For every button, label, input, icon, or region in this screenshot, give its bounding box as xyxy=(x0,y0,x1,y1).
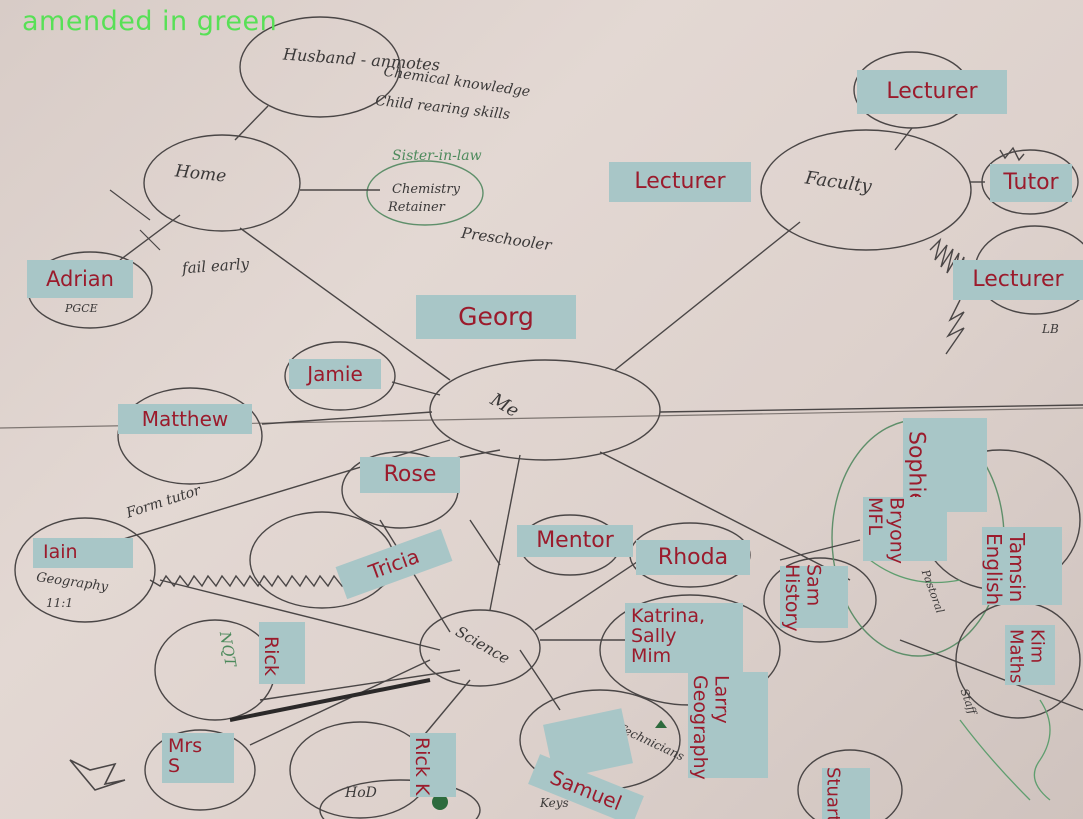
label-kim-maths: Kim Maths xyxy=(1005,625,1055,685)
label-tamsin-english-text: Tamsin English xyxy=(982,532,1029,606)
label-lecturer-left: Lecturer xyxy=(609,162,751,202)
label-rose: Rose xyxy=(360,457,460,493)
label-mentor: Mentor xyxy=(517,525,633,557)
label-rick-text: Rick xyxy=(259,636,282,676)
label-matthew: Matthew xyxy=(118,404,252,434)
label-tamsin-english: Tamsin English xyxy=(982,527,1062,605)
label-stuart-text: Stuart xyxy=(822,766,844,819)
label-katrina-sally-mim: Katrina, Sally Mim xyxy=(625,603,743,673)
amended-banner: amended in green xyxy=(22,6,278,37)
label-mrs-s: Mrs S xyxy=(162,733,234,783)
label-iain: Iain xyxy=(33,538,133,568)
label-jamie: Jamie xyxy=(289,359,381,389)
sister-in-law-note: Sister-in-law xyxy=(392,148,482,164)
label-adrian: Adrian xyxy=(27,260,133,298)
label-bryony-mfl-text: Bryony MFL xyxy=(863,496,908,564)
label-rick-k: Rick K xyxy=(410,733,456,797)
label-rick-k-text: Rick K xyxy=(410,736,433,796)
label-sam-history: Sam History xyxy=(780,564,848,632)
hod-note: HoD xyxy=(345,785,377,801)
label-lecturer-top: Lecturer xyxy=(857,70,1007,114)
label-rhoda: Rhoda xyxy=(636,540,750,575)
label-larry-geography: Larry Geography xyxy=(688,672,768,780)
label-stuart: Stuart xyxy=(822,766,870,819)
year-note: 11:1 xyxy=(46,596,73,610)
label-sophie-text: Sophie xyxy=(903,430,929,506)
label-kim-maths-text: Kim Maths xyxy=(1005,628,1048,684)
label-sophie: Sophie xyxy=(903,418,987,512)
label-bryony-mfl: Bryony MFL xyxy=(863,496,947,564)
label-georg: Georg xyxy=(416,295,576,339)
pgce-note: PGCE xyxy=(65,302,98,315)
label-tutor: Tutor xyxy=(990,164,1072,202)
lb-note: LB xyxy=(1042,322,1059,336)
label-rick: Rick xyxy=(259,622,305,684)
label-sam-history-text: Sam History xyxy=(780,564,825,632)
keys-note: Keys xyxy=(540,796,569,810)
retainer-note: Retainer xyxy=(388,200,445,215)
label-larry-geography-text: Larry Geography xyxy=(688,674,733,780)
label-lecturer-right: Lecturer xyxy=(953,260,1083,300)
chemistry-note: Chemistry xyxy=(392,182,460,197)
